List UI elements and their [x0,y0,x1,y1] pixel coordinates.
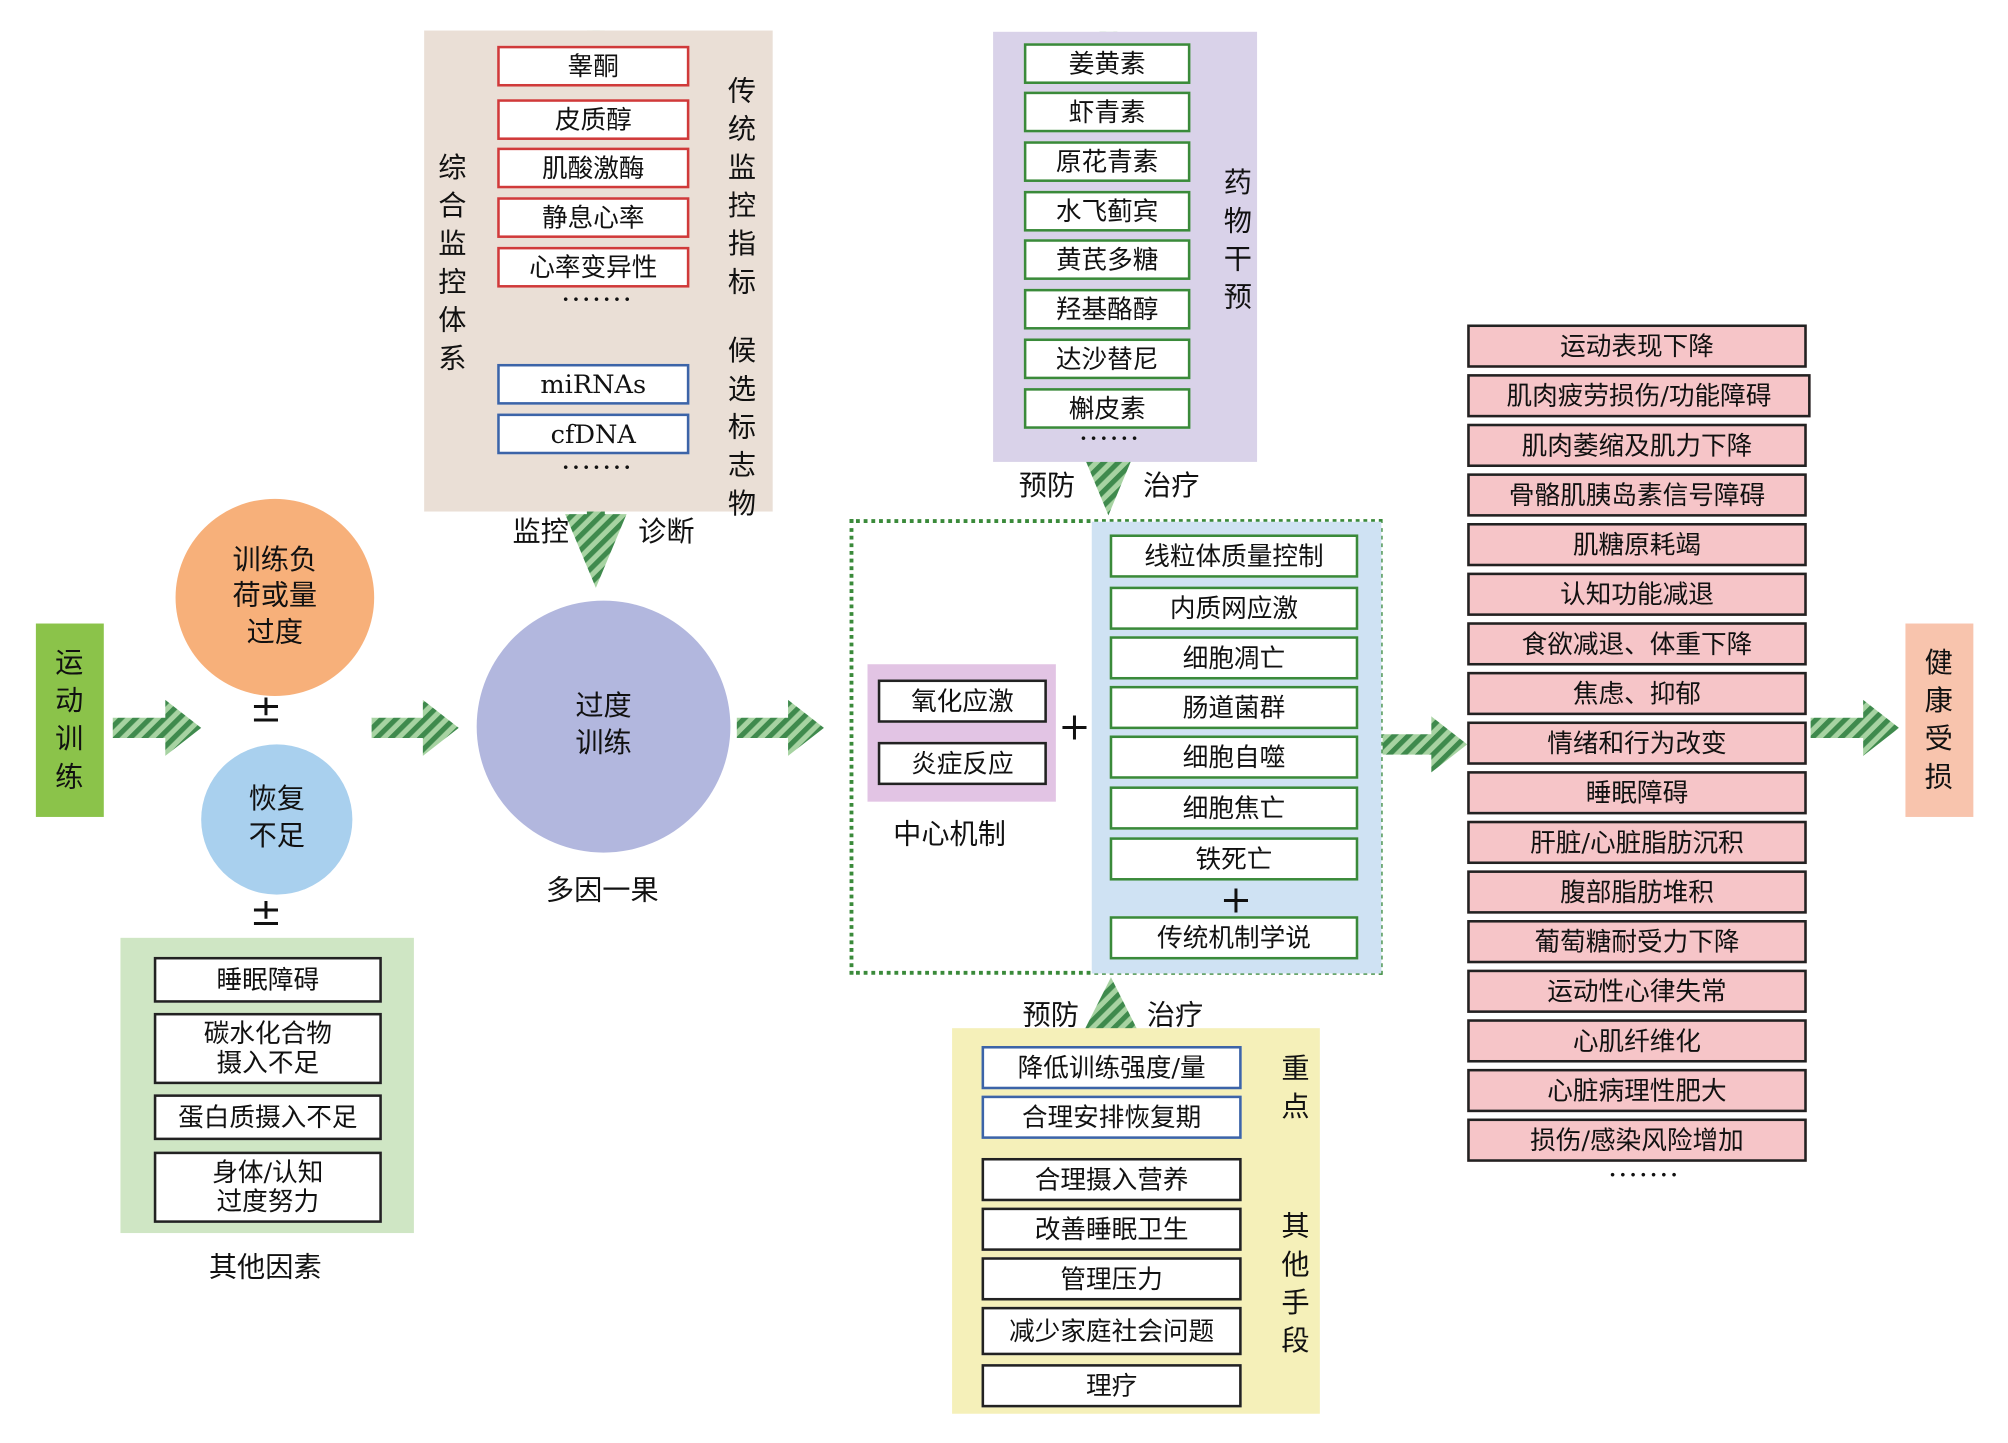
drug-treat-caption: 治疗 [1143,470,1200,503]
key-measures-label: 重 点 [1281,1053,1310,1124]
outcome-item: 肌肉萎缩及肌力下降 [1467,423,1807,468]
outcome-item: 食欲减退、体重下降 [1467,622,1807,666]
candidate-marker: miRNAs [497,363,690,405]
monitor-caption: 监控 [512,516,569,549]
measure-treat-caption: 治疗 [1146,1000,1204,1032]
diagnose-caption: 诊断 [638,516,695,549]
outcomes-ellipsis: ······· [1608,1160,1680,1193]
factor-item: 蛋白质摄入不足 [153,1094,382,1141]
drug-intervention-label: 药 物 干 预 [1223,167,1252,315]
flow-arrow [736,699,824,756]
flow-arrow [112,699,202,756]
candidate-markers-label: 候 选 标 志 物 [727,335,757,521]
outcome-item: 肌糖原耗竭 [1467,522,1807,567]
exercise-training-label: 运动 训练 [55,647,84,795]
monitor-indicator: 肌酸激酶 [497,147,690,189]
drug-prevent-caption: 预防 [1018,470,1076,503]
monitor-ellipsis-2: ······· [561,453,633,485]
drug-item: 原花青素 [1023,141,1191,182]
overtraining-label: 过度 训练 [575,691,632,760]
mechanism-plus: + [1058,704,1091,750]
recovery-label: 恢复 不足 [248,784,305,853]
outcome-item: 葡萄糖耐受力下降 [1467,920,1807,964]
key-measure: 合理安排恢复期 [981,1095,1242,1139]
mechanism-item: 线粒体质量控制 [1109,534,1359,578]
outcome-item: 心脏病理性肥大 [1467,1068,1807,1113]
monitor-ellipsis-1: ······· [561,285,633,317]
other-measures-label: 其 他 手 段 [1281,1211,1310,1358]
monitor-indicator: 睾酮 [497,45,690,87]
outcome-item: 睡眠障碍 [1467,771,1807,815]
central-mechanism-item: 炎症反应 [877,741,1047,786]
monitor-indicator: 静息心率 [497,197,690,238]
other-measure: 改善睡眠卫生 [981,1207,1242,1251]
drug-item: 水飞蓟宾 [1023,190,1191,232]
flow-arrow [371,699,459,756]
outcome-item: 焦虑、抑郁 [1467,671,1807,716]
mechanism-item: 铁死亡 [1109,837,1359,881]
other-measure: 管理压力 [981,1257,1242,1301]
outcome-item: 肝脏/心脏脂肪沉积 [1467,820,1807,865]
monitor-indicator: 心率变异性 [497,246,690,288]
monitoring-system-label: 综 合 监 控 体 系 [438,152,467,376]
drug-item: 姜黄素 [1023,43,1191,84]
outcome-item: 认知功能减退 [1467,572,1807,616]
measure-prevent-caption: 预防 [1022,1000,1079,1032]
flow-arrow [1810,699,1900,756]
outcome-item: 心肌纤维化 [1467,1019,1807,1063]
drug-ellipsis: ······ [1078,423,1141,456]
health-damage-label: 健 康 受 损 [1924,647,1953,795]
outcome-item: 运动表现下降 [1467,324,1807,368]
exercise-training-block [35,623,104,817]
other-measure: 减少家庭社会问题 [981,1306,1242,1356]
outcome-item: 运动性心律失常 [1467,969,1807,1013]
central-mechanism-item: 氧化应激 [877,679,1047,723]
traditional-mechanism: 传统机制学说 [1109,916,1359,960]
traditional-indicators-label: 传 统 监 控 指 标 [727,76,757,300]
factor-item: 睡眠障碍 [153,956,382,1003]
outcome-item: 骨骼肌胰岛素信号障碍 [1467,473,1807,517]
mechanism-item: 肠道菌群 [1109,685,1359,730]
drug-item: 槲皮素 [1023,388,1191,429]
overtraining-circle: 过度 训练 [476,600,731,853]
mechanism-plus-2: + [1219,878,1253,923]
other-measure: 理疗 [981,1364,1242,1408]
monitor-indicator: 皮质醇 [497,99,690,140]
factor-item: 碳水化合物 摄入不足 [153,1012,382,1085]
drug-item: 虾青素 [1023,91,1191,133]
other-factors-caption: 其他因素 [208,1252,322,1284]
outcome-item: 腹部脂肪堆积 [1467,870,1807,914]
candidate-marker: cfDNA [497,413,690,455]
drug-item: 羟基酪醇 [1023,288,1191,330]
drug-item: 达沙替尼 [1023,338,1191,380]
plus-minus-2: ± [249,890,283,936]
mechanism-item: 内质网应激 [1109,586,1359,630]
key-measure: 降低训练强度/量 [981,1045,1242,1090]
mechanism-item: 细胞凋亡 [1109,636,1359,680]
mechanism-item: 细胞焦亡 [1109,786,1359,830]
plus-minus-1: ± [249,687,283,732]
flow-arrow [1382,716,1468,773]
overtraining-caption: 多因一果 [545,875,659,908]
outcome-item: 损伤/感染风险增加 [1467,1118,1807,1162]
health-damage-block [1905,623,1974,817]
overload-label: 训练负 荷或量 过度 [232,544,318,649]
mechanism-item: 细胞自噬 [1109,735,1359,779]
outcome-item: 情绪和行为改变 [1467,721,1807,765]
other-measure: 合理摄入营养 [981,1157,1242,1202]
drug-item: 黄芪多糖 [1023,239,1191,280]
factor-item: 身体/认知 过度努力 [153,1151,382,1223]
recovery-circle: 恢复 不足 [201,744,353,895]
outcome-item: 肌肉疲劳损伤/功能障碍 [1467,374,1811,418]
central-mechanism-caption: 中心机制 [893,819,1006,852]
overload-circle: 训练负 荷或量 过度 [175,498,375,697]
